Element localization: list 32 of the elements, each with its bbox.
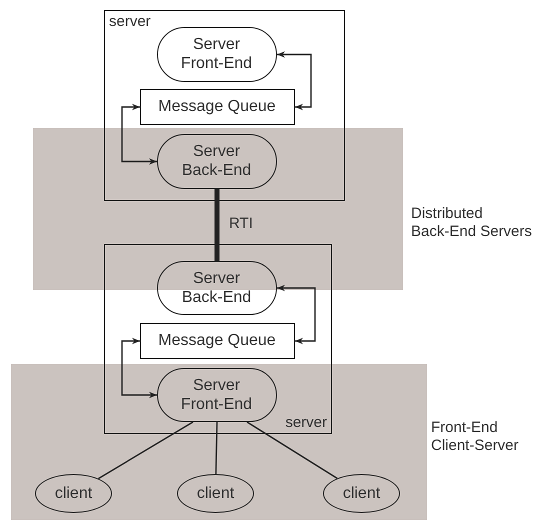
node-label: Message Queue: [158, 97, 276, 116]
node-label: Server Back-End: [180, 142, 252, 180]
queue-box: [140, 322, 294, 358]
arrow: [121, 338, 157, 398]
node-label: Server Front-End: [180, 35, 254, 73]
server-container: [104, 244, 332, 434]
rounded-node: [156, 368, 276, 422]
container-label: server: [109, 13, 151, 30]
arrow: [277, 51, 312, 110]
node-label: client: [54, 484, 92, 503]
group-label: Front-End Client-Server: [431, 419, 520, 455]
connector-line: [215, 422, 218, 474]
connector-line: [246, 421, 338, 479]
group-label: Distributed Back-End Servers: [411, 205, 533, 241]
rounded-node: [156, 26, 276, 82]
container-label: server: [285, 414, 327, 431]
node-label: Message Queue: [158, 331, 276, 350]
node-label: Server Front-End: [180, 376, 254, 414]
node-label: client: [196, 484, 234, 503]
rounded-node: [156, 134, 276, 188]
connector-line: [214, 189, 220, 261]
server-container: [104, 10, 345, 201]
node-label: client: [342, 484, 380, 503]
arrow: [277, 284, 316, 344]
client-ellipse: [177, 474, 254, 513]
client-ellipse: [35, 474, 112, 513]
queue-box: [140, 88, 294, 124]
client-ellipse: [323, 474, 400, 513]
rounded-node: [156, 260, 276, 314]
node-label: Server Back-End: [180, 268, 252, 306]
connector-line: [98, 421, 194, 480]
arrow: [121, 104, 157, 165]
